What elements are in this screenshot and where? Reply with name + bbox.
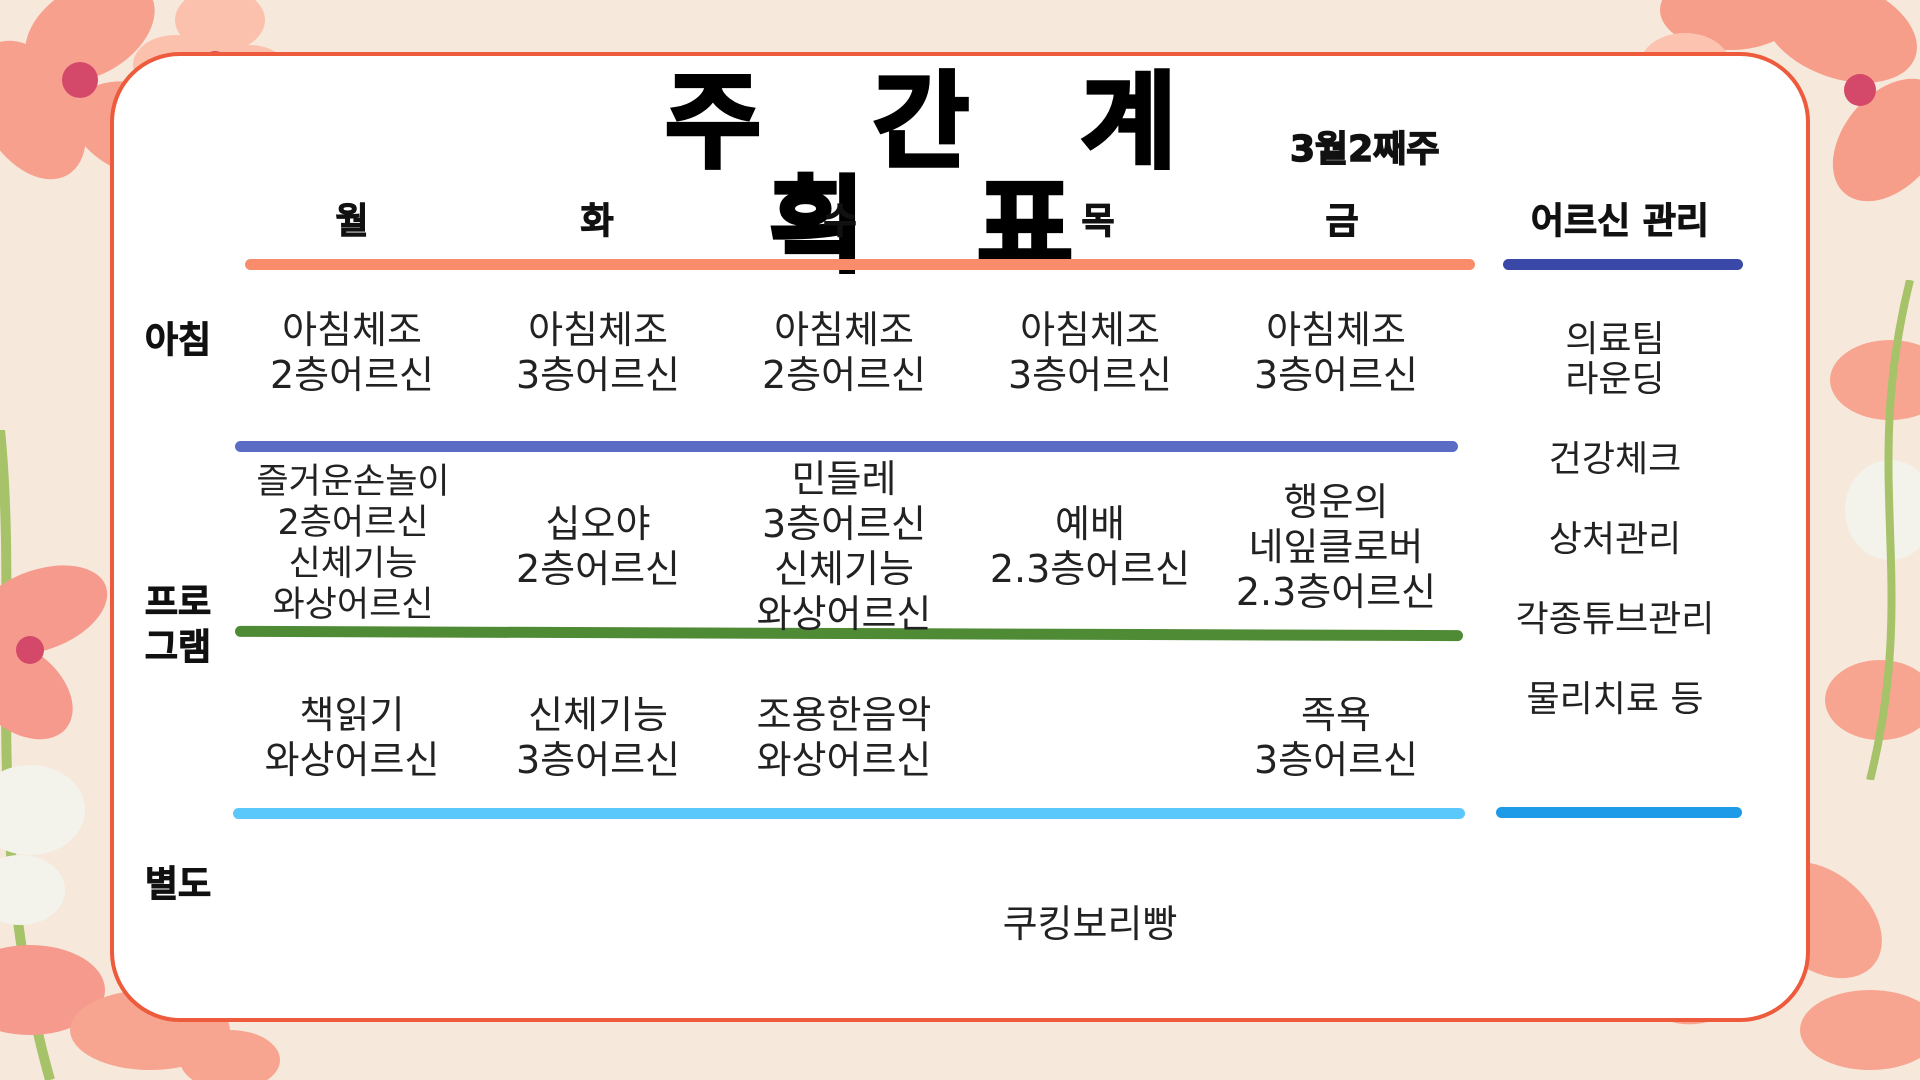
page-title: 주 간 계 획 표 [663,61,1215,287]
schedule-card [110,52,1810,1022]
row-label-morning: 아침 [144,320,212,362]
divider-care-header [1503,259,1743,270]
row-label-special: 별도 [144,864,212,906]
care-item-health: 건강체크 [1548,439,1682,480]
day-wed: 수 [823,201,857,243]
week-label: 3월2째주 [1289,128,1440,171]
care-item-wound: 상처관리 [1548,519,1682,560]
special-cell: 쿠킹보리빵 [1002,902,1178,946]
day-tue: 화 [580,201,614,243]
row-label-program: 프로 그램 [144,582,212,669]
divider-program2 [233,808,1465,819]
divider-care-bottom [1496,807,1742,818]
care-item-tube: 각종튜브관리 [1515,599,1715,640]
divider-morning [235,441,1458,452]
day-mon: 월 [335,201,369,243]
care-header: 어르신 관리 [1530,201,1710,243]
flower-right-icon [1825,280,1920,780]
care-item-therapy: 물리치료 등 [1526,679,1704,720]
day-fri: 금 [1325,201,1359,243]
divider-header [245,259,1475,270]
day-thu: 목 [1081,201,1115,243]
